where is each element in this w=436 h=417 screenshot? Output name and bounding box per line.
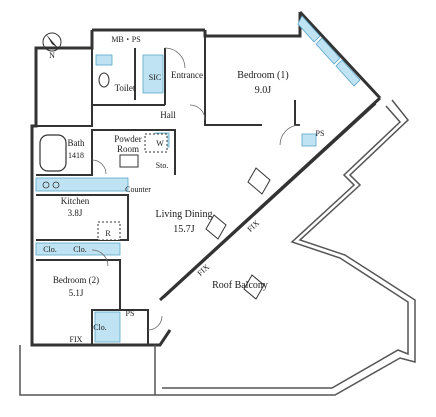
skylight-markers: [205, 167, 271, 300]
compass-north-label: N: [49, 51, 55, 60]
living-dining-label: Living Dining: [156, 209, 213, 220]
bath-size: 1418: [68, 151, 84, 160]
fix-label-3: FIX: [70, 335, 83, 344]
powder-label-2: Room: [117, 144, 139, 154]
powder-label-1: Powder: [114, 134, 142, 144]
diagonal-window-wall: [158, 96, 382, 302]
living-dining-size: 15.7J: [173, 224, 195, 235]
mb-ps-label: MB・PS: [111, 35, 140, 44]
balcony-outline: [19, 99, 416, 396]
washer-space: [144, 133, 168, 153]
door-swings: [91, 47, 301, 331]
clo-label-1: Clo.: [43, 245, 57, 254]
bedroom2-size: 5.1J: [69, 288, 84, 298]
fridge-space: [97, 221, 121, 241]
entrance-label: Entrance: [171, 70, 203, 80]
ps-bottom-label: PS: [126, 309, 135, 318]
r-label: R: [105, 229, 111, 238]
sink: [119, 154, 139, 168]
fixtures: [35, 15, 361, 343]
clo-label-3: Clo.: [93, 323, 107, 332]
roof-balcony-label: Roof Balcony: [212, 280, 268, 291]
toilet-fixture: [98, 72, 110, 88]
hall-label: Hall: [160, 110, 176, 120]
bedroom1-size: 9.0J: [255, 85, 272, 96]
w-label: W: [156, 139, 164, 148]
bathtub: [39, 134, 67, 172]
ps-top-label: PS: [316, 129, 325, 138]
stove: [42, 181, 60, 189]
clo-label-2: Clo.: [73, 245, 87, 254]
sic-label: SIC: [149, 73, 161, 82]
toilet-label: Toilet: [115, 83, 136, 93]
bath-label: Bath: [68, 138, 85, 148]
kitchen-size: 3.8J: [68, 208, 83, 218]
bedroom2-label: Bedroom (2): [53, 275, 99, 285]
sto-label: Sto.: [156, 161, 169, 170]
bedroom1-label: Bedroom (1): [237, 70, 288, 81]
kitchen-label: Kitchen: [61, 196, 90, 206]
counter-label: Counter: [125, 185, 151, 194]
interior-walls: [36, 36, 300, 345]
compass-icon: [42, 32, 62, 52]
